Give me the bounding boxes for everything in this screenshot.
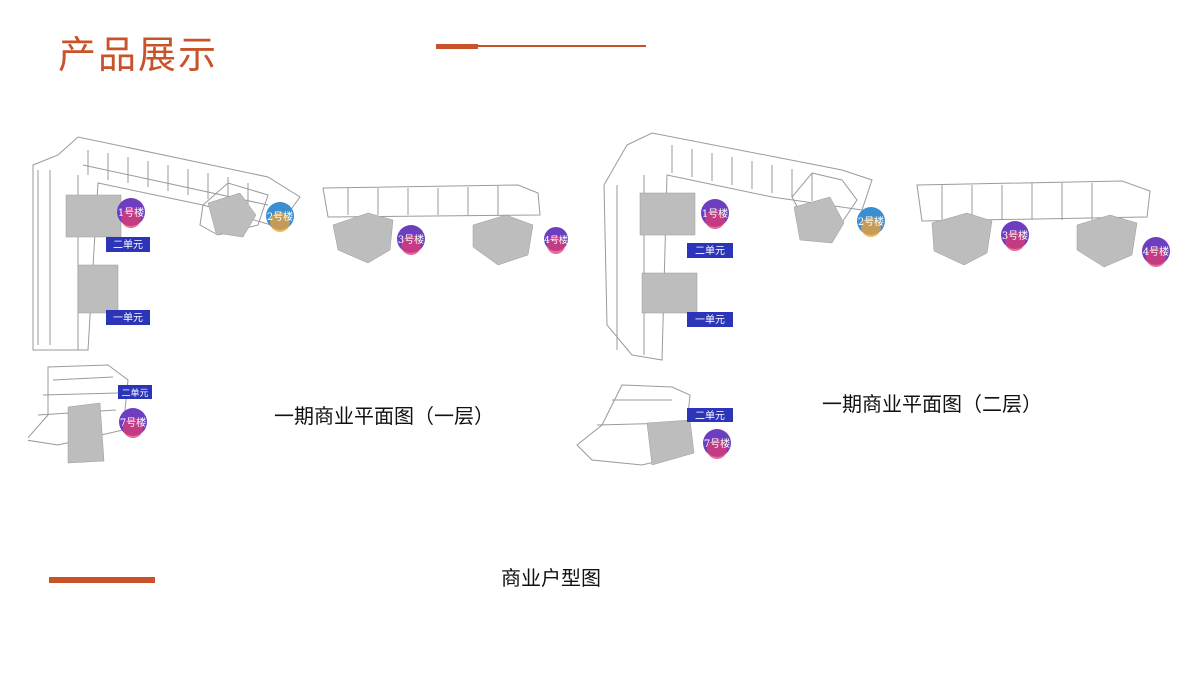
svg-text:4号楼: 4号楼 (544, 234, 568, 246)
svg-text:7号楼: 7号楼 (704, 437, 730, 450)
badge-building-2: 2号楼 (857, 207, 885, 237)
unit-tag-1: 一单元 (687, 312, 733, 327)
floorplan-panel-level-1: 1号楼 2号楼 3号楼 4号楼 二单元 一单元 二单元 7号楼 (25, 125, 568, 480)
caption-floor-1: 一期商业平面图（一层） (274, 404, 494, 428)
badge-building-3: 3号楼 (397, 225, 425, 255)
svg-text:二单元: 二单元 (695, 245, 725, 257)
unit-tag-1: 一单元 (106, 310, 150, 325)
svg-text:7号楼: 7号楼 (120, 416, 146, 429)
unit-tag-2: 二单元 (687, 243, 733, 258)
badge-building-4: 4号楼 (544, 227, 568, 254)
badge-building-2: 2号楼 (266, 202, 294, 232)
svg-text:一单元: 一单元 (695, 314, 725, 326)
svg-text:1号楼: 1号楼 (118, 206, 144, 219)
svg-text:2号楼: 2号楼 (858, 215, 884, 228)
floorplan-panel-level-2: 1号楼 2号楼 3号楼 4号楼 二单元 一单元 二单元 7号楼 (572, 125, 1187, 490)
svg-text:3号楼: 3号楼 (1002, 229, 1028, 242)
badge-building-1: 1号楼 (701, 199, 729, 229)
svg-text:1号楼: 1号楼 (702, 207, 728, 220)
svg-text:二单元: 二单元 (121, 387, 148, 399)
caption-floor-2: 一期商业平面图（二层） (822, 392, 1042, 416)
unit-tag-2: 二单元 (106, 237, 150, 252)
svg-text:2号楼: 2号楼 (267, 210, 293, 223)
title-accent-line (478, 45, 646, 47)
unit-tag-2-lower: 二单元 (687, 408, 733, 422)
title-accent-bar (436, 44, 478, 49)
badge-building-3: 3号楼 (1001, 221, 1029, 251)
svg-text:二单元: 二单元 (695, 410, 725, 422)
caption-bottom: 商业户型图 (501, 566, 601, 590)
badge-building-4: 4号楼 (1142, 237, 1170, 267)
svg-text:二单元: 二单元 (113, 239, 143, 251)
floorplan-level-1-drawing: 1号楼 2号楼 3号楼 4号楼 二单元 一单元 二单元 7号楼 (25, 136, 568, 464)
floorplan-level-2-drawing: 1号楼 2号楼 3号楼 4号楼 二单元 一单元 二单元 7号楼 (576, 132, 1170, 466)
svg-text:一单元: 一单元 (113, 312, 143, 324)
svg-text:4号楼: 4号楼 (1143, 245, 1169, 258)
svg-text:3号楼: 3号楼 (398, 233, 424, 246)
bottom-accent-bar (49, 577, 155, 583)
badge-building-1: 1号楼 (117, 198, 145, 228)
page-title: 产品展示 (58, 33, 219, 77)
unit-tag-2-lower: 二单元 (118, 385, 152, 399)
badge-building-7: 7号楼 (703, 429, 731, 459)
badge-building-7: 7号楼 (119, 408, 147, 438)
